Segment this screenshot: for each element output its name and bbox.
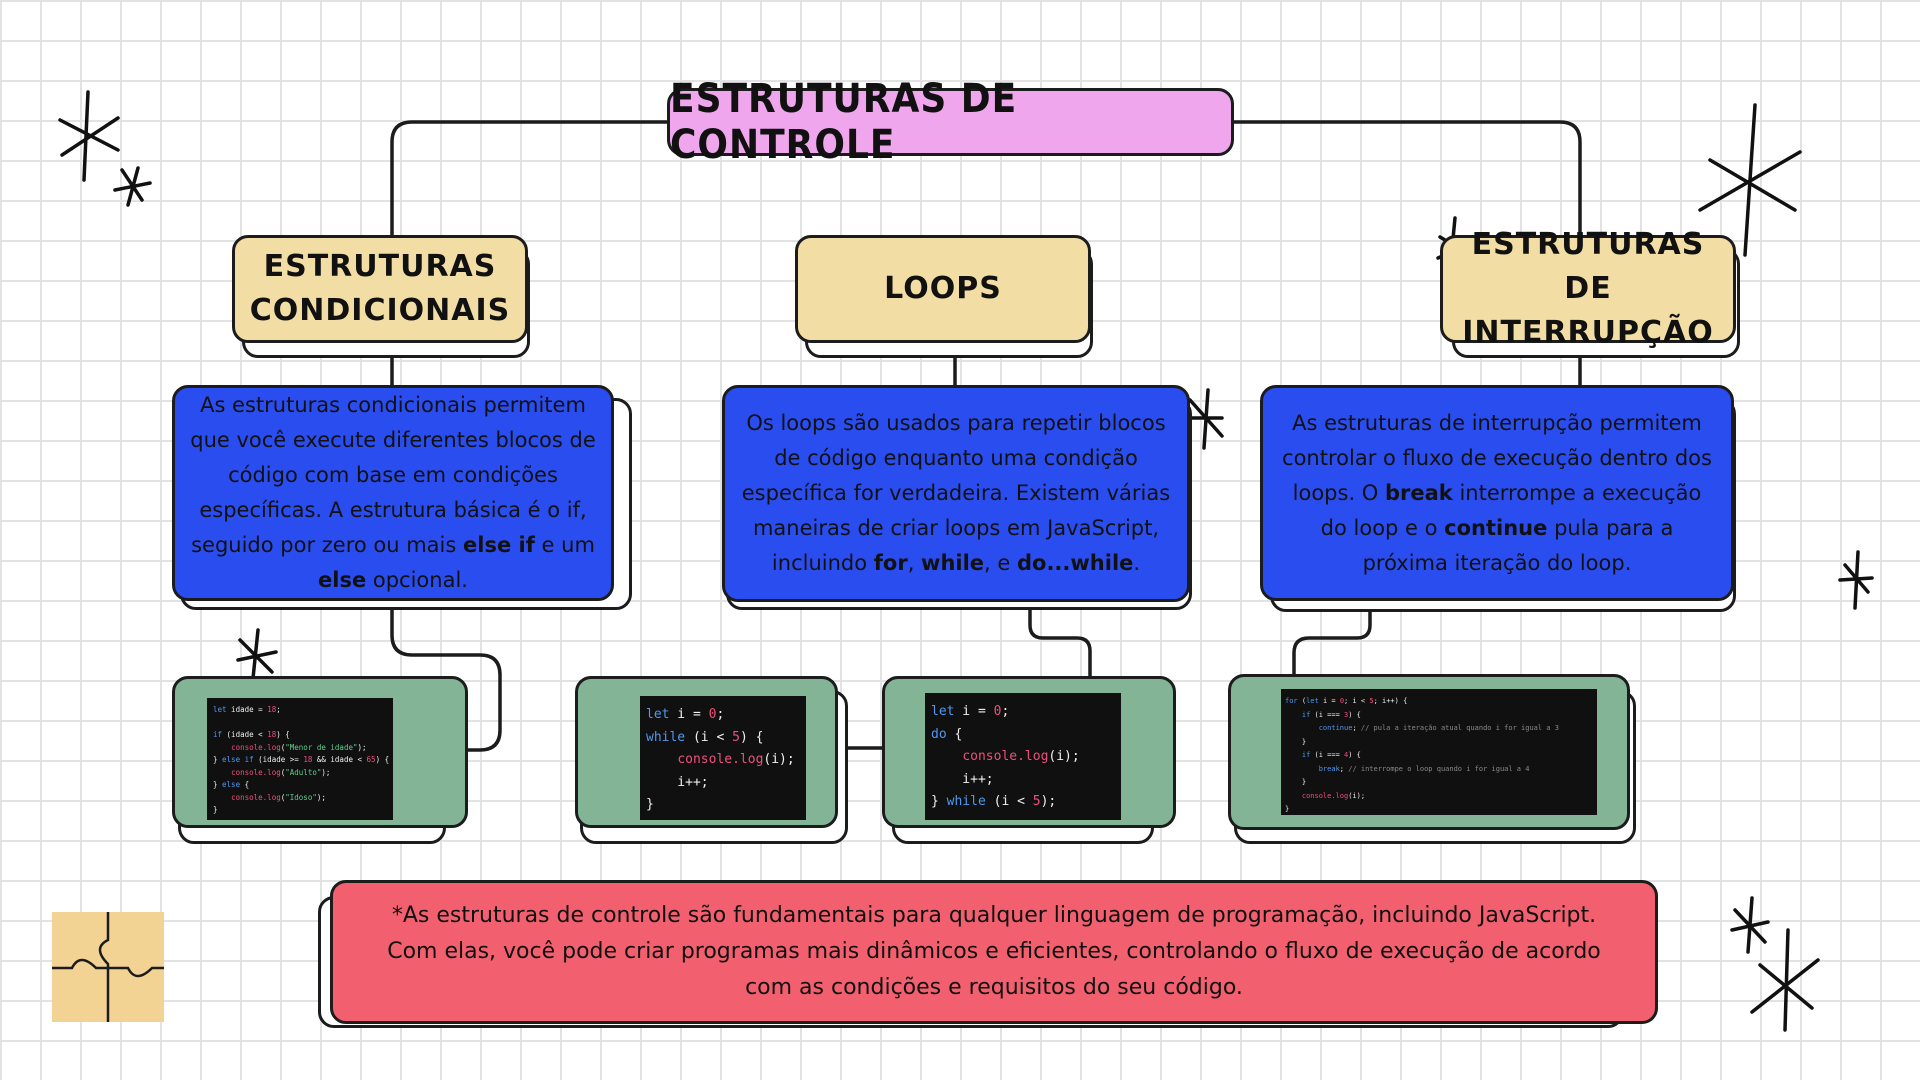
desc-keyword: do...while <box>1017 551 1134 575</box>
desc-text: , <box>907 551 922 575</box>
desc-keyword: continue <box>1444 515 1548 540</box>
desc-text: . <box>1133 551 1141 575</box>
sparkle-icon <box>58 90 120 182</box>
code-line: while (i < 5) { <box>646 729 764 745</box>
desc-text: pula para a próxima iteração do loop. <box>1362 515 1674 575</box>
code-line: } else { <box>213 780 250 789</box>
code-line: continue; // pula a iteração atual quand… <box>1318 724 1559 732</box>
code-line: if (i === 3) { <box>1301 710 1361 719</box>
desc-text: interrompe a execução do loop e o <box>1320 480 1702 540</box>
heading-line: CONDICIONAIS <box>249 293 511 328</box>
desc-text: opcional. <box>366 568 468 592</box>
code-line <box>213 717 387 730</box>
code-frame-while: let i = 0; while (i < 5) { console.log(i)… <box>575 676 838 828</box>
code-line: } <box>1285 805 1290 813</box>
heading-line: ESTRUTURAS DE <box>1471 227 1705 306</box>
code-line: console.log("Idoso"); <box>231 792 326 802</box>
heading-line: ESTRUTURAS <box>263 249 497 284</box>
sparkle-icon <box>1730 896 1770 954</box>
code-line: console.log(i); <box>1301 791 1366 800</box>
sparkle-icon <box>113 166 152 207</box>
code-line: let idade = 18; <box>213 705 281 714</box>
sparkle-icon <box>1186 388 1224 450</box>
code-line: i++; <box>931 771 994 787</box>
connector-left-desc-code <box>390 598 502 752</box>
desc-text: Os loops são usados para repetir blocos … <box>741 411 1171 575</box>
code-block-break-continue: for (let i = 0; i < 5; i++) { if (i === … <box>1281 689 1597 815</box>
desc-keyword: break <box>1385 480 1453 505</box>
desc-loops: Os loops são usados para repetir blocos … <box>722 385 1190 602</box>
desc-keyword: else <box>318 568 367 592</box>
code-line: } <box>1285 737 1307 746</box>
desc-conditionals: As estruturas condicionais permitem que … <box>172 385 614 601</box>
desc-text: As estruturas condicionais permitem que … <box>190 393 596 557</box>
sparkle-icon <box>1838 550 1874 610</box>
code-line: console.log("Adulto"); <box>231 767 331 777</box>
heading-conditionals: ESTRUTURAS CONDICIONAIS <box>232 235 528 343</box>
sparkle-icon <box>1698 103 1802 257</box>
heading-interruption: ESTRUTURAS DE INTERRUPÇÃO <box>1440 227 1736 350</box>
sparkle-icon <box>1750 928 1820 1032</box>
code-line: let i = 0; <box>931 704 1010 719</box>
code-line: break; // interrompe o loop quando i for… <box>1318 764 1530 773</box>
code-line: if (idade < 18) { <box>213 730 290 739</box>
code-line: console.log("Menor de idade"); <box>231 742 367 752</box>
code-line: i++; <box>646 774 709 790</box>
connector-right-desc-code <box>1292 598 1372 678</box>
code-line: } <box>646 797 654 812</box>
code-block-while: let i = 0; while (i < 5) { console.log(i)… <box>640 696 806 820</box>
connector-title-left <box>390 120 670 237</box>
code-line: for (let i = 0; i < 5; i++) { <box>1285 697 1408 705</box>
desc-text: e um <box>534 533 595 557</box>
page-title: ESTRUTURAS DE CONTROLE <box>667 76 1234 168</box>
code-frame-if-else: let idade = 18; if (idade < 18) { consol… <box>172 676 468 828</box>
desc-keyword: while <box>921 551 985 575</box>
code-frame-do-while: let i = 0; do { console.log(i); i++; } whi… <box>882 676 1176 828</box>
desc-keyword: for <box>873 551 908 575</box>
heading-line: INTERRUPÇÃO <box>1462 315 1714 350</box>
connector-title-right <box>1228 120 1582 237</box>
footer-note: *As estruturas de controle são fundament… <box>330 880 1658 1024</box>
code-line: do { <box>931 726 963 742</box>
code-line: } while (i < 5); <box>931 794 1057 809</box>
desc-keyword: else if <box>463 533 535 557</box>
connector-mid-desc-code <box>1028 598 1092 678</box>
desc-text: , e <box>984 551 1017 575</box>
code-line: if (i === 4) { <box>1301 751 1361 759</box>
code-block-do-while: let i = 0; do { console.log(i); i++; } whi… <box>925 693 1121 820</box>
code-line: console.log(i); <box>677 752 795 767</box>
code-line: console.log(i); <box>962 749 1080 764</box>
code-block-if-else: let idade = 18; if (idade < 18) { consol… <box>207 698 393 820</box>
desc-interruption: As estruturas de interrupção permitem co… <box>1260 385 1734 601</box>
heading-line: LOOPS <box>884 271 1002 306</box>
code-line: } else if (idade >= 18 && idade < 65) { <box>213 755 390 764</box>
code-frame-break-continue: for (let i = 0; i < 5; i++) { if (i === … <box>1228 674 1630 830</box>
heading-loops: LOOPS <box>795 235 1091 343</box>
puzzle-icon <box>52 912 164 1022</box>
code-line: let i = 0; <box>646 707 725 722</box>
code-line: } <box>213 805 218 814</box>
desc-text: As estruturas de interrupção permitem co… <box>1282 410 1712 505</box>
code-line: } <box>1285 778 1307 786</box>
